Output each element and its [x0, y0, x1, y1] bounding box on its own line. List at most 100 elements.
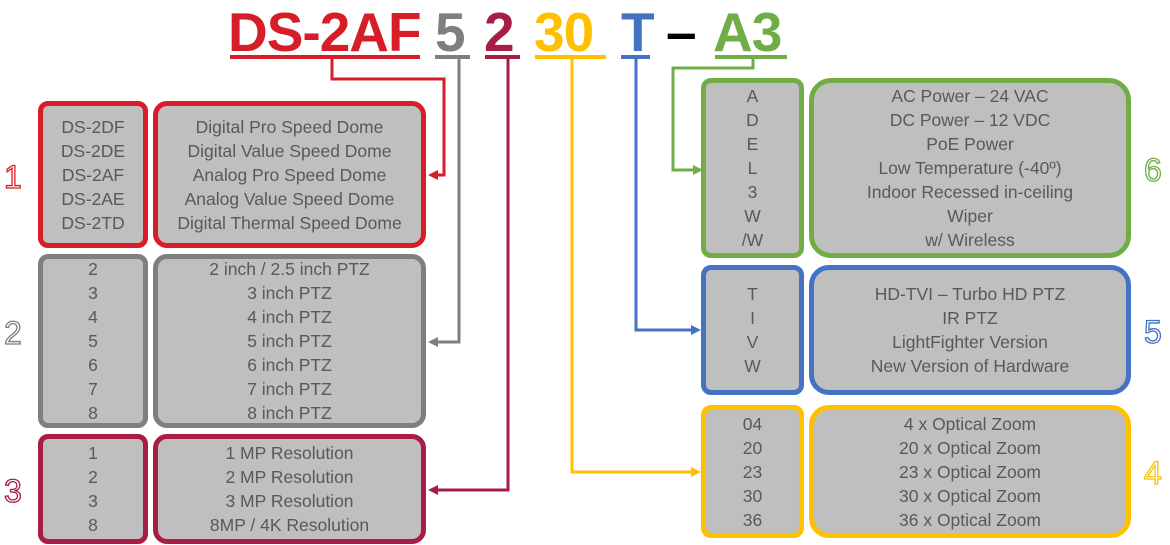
model-segment-dash: –	[666, 1, 697, 63]
list-item: DS-2AE	[61, 188, 125, 209]
arrow-series	[428, 170, 438, 180]
model-segment-zoom: 30	[534, 1, 594, 63]
list-item: Low Temperature (-40º)	[878, 158, 1062, 178]
list-item: 1 MP Resolution	[225, 443, 354, 463]
list-item: E	[746, 134, 759, 154]
options-descriptions-box: AC Power – 24 VAC DC Power – 12 VDC PoE Po…	[809, 78, 1131, 258]
list-item: Digital Pro Speed Dome	[195, 116, 384, 137]
list-item: 6 inch PTZ	[247, 355, 332, 375]
group-number-4: 4	[1143, 455, 1162, 491]
list-item: Analog Pro Speed Dome	[192, 164, 387, 185]
list-item: 20 x Optical Zoom	[899, 437, 1041, 458]
list-item: 8	[88, 403, 98, 423]
size-descriptions-box: 2 inch / 2.5 inch PTZ 3 inch PTZ 4 inch PT…	[153, 254, 426, 428]
list-item: Analog Value Speed Dome	[184, 188, 395, 209]
list-item: 30	[742, 485, 763, 506]
list-item: 8	[88, 515, 98, 535]
resolution-codes-box: 1 2 3 8	[38, 434, 148, 544]
list-item: I	[750, 308, 755, 328]
arrow-size	[428, 337, 438, 347]
list-item: 2	[88, 259, 98, 279]
list-item: 4 inch PTZ	[247, 307, 332, 327]
list-item: 8 inch PTZ	[247, 403, 332, 423]
model-segment-size: 5	[435, 1, 466, 63]
list-item: 3 MP Resolution	[225, 491, 354, 511]
connector-options	[671, 57, 755, 172]
list-item: Digital Value Speed Dome	[187, 140, 392, 161]
list-item: 20	[742, 437, 763, 458]
model-segment-series: DS-2AF	[228, 1, 422, 63]
list-item: DS-2AF	[61, 164, 125, 185]
list-item: 36 x Optical Zoom	[899, 509, 1041, 530]
arrow-type	[691, 325, 701, 335]
list-item: 5	[88, 331, 98, 351]
group-number-2: 2	[3, 315, 22, 351]
arrow-zoom	[691, 467, 701, 477]
list-item: DS-2TD	[61, 212, 125, 233]
list-item: 3	[88, 283, 98, 303]
list-item: T	[747, 284, 758, 304]
model-segment-type: T	[621, 1, 655, 63]
connector-zoom	[570, 57, 694, 474]
list-item: 4 x Optical Zoom	[903, 413, 1037, 434]
list-item: w/ Wireless	[925, 230, 1015, 250]
zoom-descriptions-box: 4 x Optical Zoom 20 x Optical Zoom 23 x Op…	[809, 405, 1131, 538]
list-item: 2	[88, 467, 98, 487]
list-item: DS-2DE	[60, 140, 126, 161]
list-item: 23	[742, 461, 763, 482]
list-item: 7	[88, 379, 98, 399]
list-item: 2 inch / 2.5 inch PTZ	[209, 259, 370, 279]
list-item: 3	[88, 491, 98, 511]
list-item: 3	[747, 182, 758, 202]
list-item: 04	[742, 413, 763, 434]
model-segment-options: A3	[713, 1, 782, 63]
list-item: Indoor Recessed in-ceiling	[866, 182, 1074, 202]
list-item: L	[747, 158, 758, 178]
series-codes-box: DS-2DF DS-2DE DS-2AF DS-2AE DS-2TD	[38, 101, 148, 248]
list-item: 3 inch PTZ	[247, 283, 332, 303]
list-item: A	[746, 86, 759, 106]
list-item: New Version of Hardware	[870, 356, 1070, 376]
list-item: V	[746, 332, 759, 352]
list-item: 2 MP Resolution	[225, 467, 354, 487]
list-item: Digital Thermal Speed Dome	[177, 212, 402, 233]
model-segment-resolution: 2	[484, 1, 515, 63]
list-item: 5 inch PTZ	[247, 331, 332, 351]
zoom-codes-box: 04 20 23 30 36	[701, 405, 804, 538]
group-number-6: 6	[1143, 152, 1162, 188]
list-item: LightFighter Version	[892, 332, 1048, 352]
list-item: DS-2DF	[61, 116, 125, 137]
list-item: 23 x Optical Zoom	[899, 461, 1041, 482]
list-item: HD-TVI – Turbo HD PTZ	[874, 284, 1066, 304]
group-number-3: 3	[3, 473, 22, 509]
list-item: W	[744, 356, 761, 376]
list-item: D	[746, 110, 759, 130]
list-item: 6	[88, 355, 98, 375]
group-number-5: 5	[1143, 314, 1162, 350]
list-item: Wiper	[947, 206, 993, 226]
list-item: PoE Power	[926, 134, 1014, 154]
resolution-descriptions-box: 1 MP Resolution 2 MP Resolution 3 MP Resol…	[153, 434, 426, 544]
list-item: /W	[741, 230, 764, 250]
list-item: 7 inch PTZ	[247, 379, 332, 399]
connector-size	[434, 57, 461, 344]
arrow-options	[693, 165, 703, 175]
list-item: 30 x Optical Zoom	[899, 485, 1041, 506]
list-item: IR PTZ	[942, 308, 998, 328]
list-item: 8MP / 4K Resolution	[209, 515, 370, 535]
list-item: W	[744, 206, 761, 226]
list-item: 1	[88, 443, 98, 463]
size-codes-box: 2 3 4 5 6 7 8	[38, 254, 148, 428]
connector-series	[330, 57, 446, 177]
connector-resolution	[434, 57, 510, 492]
list-item: DC Power – 12 VDC	[889, 110, 1051, 130]
list-item: 4	[88, 307, 98, 327]
list-item: 36	[742, 509, 763, 530]
list-item: AC Power – 24 VAC	[891, 86, 1049, 106]
group-number-1: 1	[3, 159, 22, 195]
type-descriptions-box: HD-TVI – Turbo HD PTZ IR PTZ LightFighter …	[809, 265, 1131, 395]
